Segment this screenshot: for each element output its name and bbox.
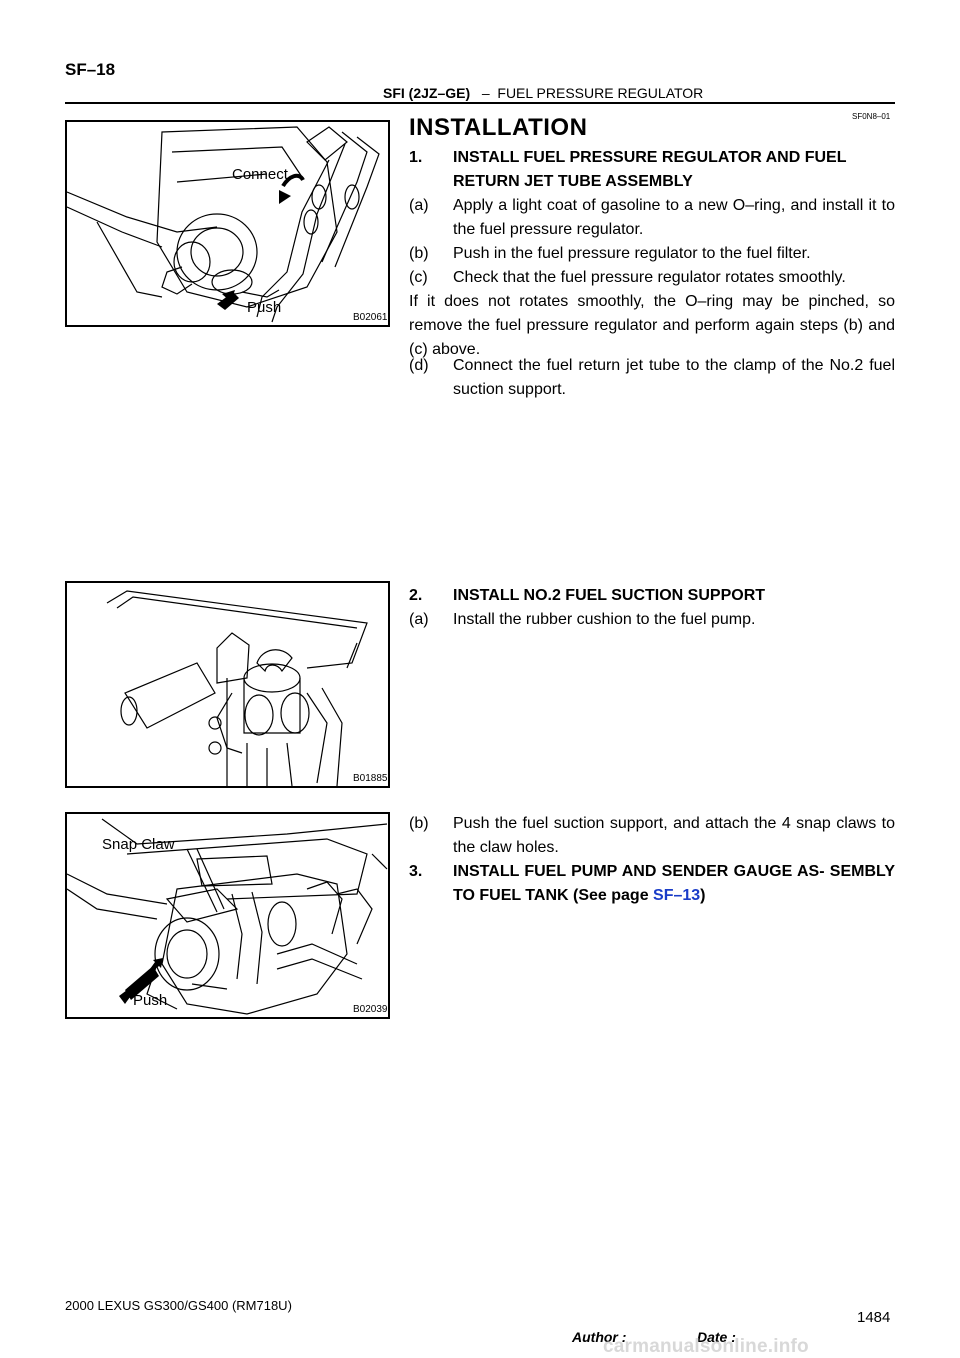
figure-code: B02061 <box>353 312 388 323</box>
step-2-title: 2. INSTALL NO.2 FUEL SUCTION SUPPORT <box>409 584 895 608</box>
label-snap-claw: Snap Claw <box>102 836 175 853</box>
author-label: Author : <box>572 1329 627 1345</box>
regulator-drawing <box>67 126 380 323</box>
step-1b-num: (b) <box>409 245 429 262</box>
step-2b-text: Push the fuel suction support, and attac… <box>453 815 895 856</box>
model-footer: 2000 LEXUS GS300/GS400 (RM718U) <box>65 1298 292 1313</box>
figure-code: B02039 <box>353 1004 388 1015</box>
step-1d-num: (d) <box>409 357 429 374</box>
step-2a-num: (a) <box>409 611 429 628</box>
step-1a-num: (a) <box>409 197 429 214</box>
page-code: SF–18 <box>65 60 116 79</box>
cushion-drawing <box>106 590 368 786</box>
doc-id: SF0N8–01 <box>852 112 891 121</box>
step-1c: (c) Check that the fuel pressure regulat… <box>409 266 895 290</box>
step-1-title: 1. INSTALL FUEL PRESSURE REGULATOR AND F… <box>409 146 895 194</box>
section-dash: – <box>481 85 490 101</box>
page-link-sf13[interactable]: SF–13 <box>653 887 701 904</box>
step-2b: (b) Push the fuel suction support, and a… <box>409 812 895 860</box>
figure-code: B01885 <box>353 773 388 784</box>
section-engine: SFI (2JZ–GE) <box>383 85 471 101</box>
section-heading: INSTALLATION <box>409 114 588 141</box>
label-push: Push <box>247 299 282 316</box>
step-2-num: 2. <box>409 587 423 604</box>
step-1c-num: (c) <box>409 269 428 286</box>
page-number: 1484 <box>857 1309 891 1326</box>
date-label: Date : <box>697 1329 736 1345</box>
section-title: SFI (2JZ–GE) – FUEL PRESSURE REGULATOR <box>383 85 703 101</box>
step-3-title-text: INSTALL FUEL PUMP AND SENDER GAUGE AS- S… <box>453 863 895 904</box>
step-1a: (a) Apply a light coat of gasoline to a … <box>409 194 895 242</box>
step-1d: (d) Connect the fuel return jet tube to … <box>409 354 895 402</box>
step-2a-text: Install the rubber cushion to the fuel p… <box>453 611 756 628</box>
figure-rubber-cushion: B01885 <box>65 581 390 788</box>
section-subject: FUEL PRESSURE REGULATOR <box>497 85 704 101</box>
step-1-num: 1. <box>409 149 423 166</box>
step-1c-text: Check that the fuel pressure regulator r… <box>453 269 846 286</box>
figure-suction-support: Snap Claw Push B02039 <box>65 812 390 1019</box>
step-1b-text: Push in the fuel pressure regulator to t… <box>453 245 811 262</box>
step-1d-text: Connect the fuel return jet tube to the … <box>453 357 895 398</box>
step-3-text: INSTALL FUEL PUMP AND SENDER GAUGE AS- S… <box>453 860 895 908</box>
step-2-text: INSTALL NO.2 FUEL SUCTION SUPPORT <box>453 587 766 604</box>
step-2a: (a) Install the rubber cushion to the fu… <box>409 608 895 632</box>
step-2b-num: (b) <box>409 815 429 832</box>
label-connect: Connect <box>232 166 288 183</box>
label-push: Push <box>133 992 168 1009</box>
step-1-text: INSTALL FUEL PRESSURE REGULATOR AND FUEL… <box>453 149 847 190</box>
figure-regulator-install: Connect Push B02061 <box>65 120 390 327</box>
step-1-note: If it does not rotates smoothly, the O–r… <box>409 293 895 358</box>
header-rule <box>65 102 895 104</box>
step-3-title: 3. INSTALL FUEL PUMP AND SENDER GAUGE AS… <box>409 860 895 908</box>
step-3-close: ) <box>700 887 706 904</box>
suction-support-drawing <box>67 818 388 1015</box>
step-1a-text: Apply a light coat of gasoline to a new … <box>453 197 895 238</box>
watermark: carmanualsonline.info <box>603 1336 809 1357</box>
step-3-num: 3. <box>409 863 423 880</box>
step-1b: (b) Push in the fuel pressure regulator … <box>409 242 895 266</box>
